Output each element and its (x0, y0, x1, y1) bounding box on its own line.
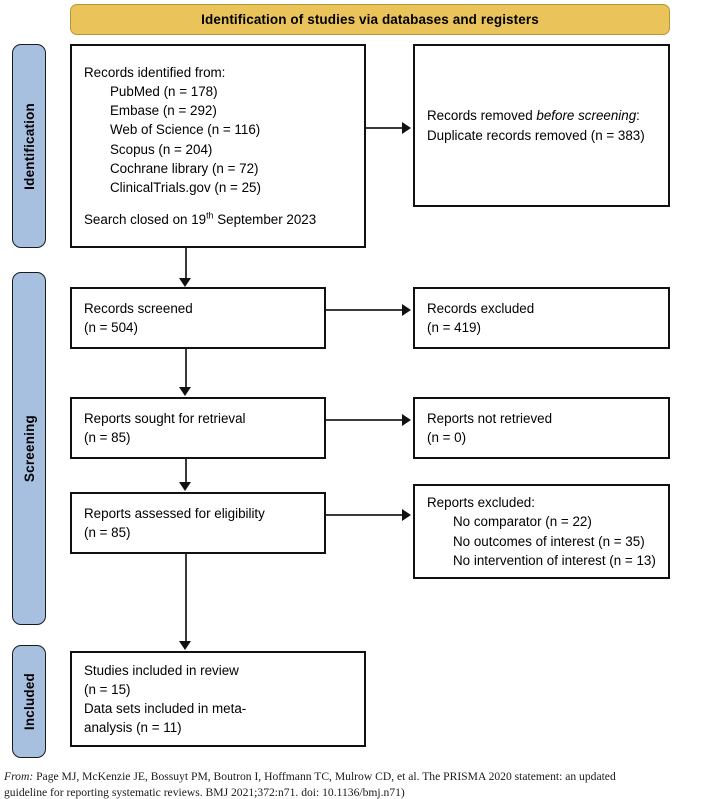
connector-sought-to-assessed (185, 459, 187, 483)
arrow-down-icon-to-assessed (179, 482, 191, 491)
arrow-right-icon-to-removed (402, 122, 411, 134)
source-clinicaltrials-gov: ClinicalTrials.gov (n = 25) (110, 179, 261, 195)
reports-excluded-heading: Reports excluded: (427, 495, 535, 511)
reason-no-intervention: No intervention of interest (n = 13) (453, 552, 656, 568)
connector-assessed-to-included (185, 554, 187, 642)
records-screened-label: Records screened (84, 300, 193, 316)
connector-identified-to-screened (185, 248, 187, 279)
identified-spacer (84, 197, 352, 210)
search-closed-date: Search closed on 19th September 2023 (84, 210, 352, 229)
stage-label-screening-text: Screening (21, 414, 37, 483)
reports-sought-label: Reports sought for retrieval (84, 410, 246, 426)
box-reports-sought: Reports sought for retrieval (n = 85) (70, 397, 326, 459)
arrow-down-icon-to-included (179, 641, 191, 650)
records-removed-italic: before screening (536, 108, 637, 124)
reason-no-comparator: No comparator (n = 22) (453, 514, 592, 530)
source-scopus: Scopus (n = 204) (110, 141, 213, 157)
reports-not-retrieved-count: (n = 0) (427, 430, 467, 445)
search-closed-suffix: September 2023 (213, 211, 317, 227)
footer-citation: From: Page MJ, McKenzie JE, Bossuyt PM, … (4, 769, 704, 799)
connector-screened-to-sought (185, 349, 187, 388)
duplicate-records-removed: Duplicate records removed (n = 383) (427, 127, 645, 143)
reports-sought-count: (n = 85) (84, 430, 131, 445)
source-cochrane-library: Cochrane library (n = 72) (110, 160, 259, 176)
reports-assessed-count: (n = 85) (84, 525, 131, 540)
stage-label-identification: Identification (12, 44, 46, 248)
arrow-right-icon-to-reports-excluded (402, 509, 411, 521)
box-reports-excluded-reasons: Reports excluded: No comparator (n = 22)… (413, 484, 670, 579)
records-removed-plain: Records removed (427, 108, 537, 124)
footer-citation-line1: Page MJ, McKenzie JE, Bossuyt PM, Boutro… (33, 770, 616, 783)
records-identified-heading: Records identified from: (84, 65, 226, 81)
reports-not-retrieved-label: Reports not retrieved (427, 410, 553, 426)
arrow-right-icon-to-excluded (402, 304, 411, 316)
source-pubmed: PubMed (n = 178) (110, 84, 218, 100)
search-closed-ordinal: th (206, 210, 214, 221)
box-records-identified: Records identified from: PubMed (n = 178… (70, 44, 366, 248)
records-removed-heading: Records removed before screening: (427, 106, 656, 125)
connector-assessed-to-reports-excluded (326, 514, 404, 516)
connector-identified-to-removed (366, 127, 404, 129)
box-records-screened: Records screened (n = 504) (70, 287, 326, 349)
arrow-right-icon-to-not-retrieved (402, 414, 411, 426)
arrow-down-icon-to-sought (179, 387, 191, 396)
box-records-excluded: Records excluded (n = 419) (413, 287, 670, 349)
records-excluded-count: (n = 419) (427, 320, 481, 335)
connector-sought-to-not-retrieved (326, 419, 404, 421)
box-reports-not-retrieved: Reports not retrieved (n = 0) (413, 397, 670, 459)
data-sets-included-count: analysis (n = 11) (84, 720, 182, 736)
arrow-down-icon-to-screened (179, 278, 191, 287)
records-excluded-label: Records excluded (427, 300, 535, 316)
source-embase: Embase (n = 292) (110, 103, 217, 119)
box-studies-included: Studies included in review (n = 15) Data… (70, 651, 366, 747)
stage-label-included-text: Included (21, 672, 37, 731)
data-sets-included-label: Data sets included in meta- (84, 701, 247, 716)
diagram-banner: Identification of studies via databases … (70, 4, 670, 35)
footer-citation-line2: guideline for reporting systematic revie… (4, 785, 405, 799)
connector-screened-to-excluded (326, 309, 404, 311)
stage-label-included: Included (12, 645, 46, 758)
studies-included-label: Studies included in review (84, 662, 239, 678)
stage-label-screening: Screening (12, 272, 46, 625)
reason-no-outcomes: No outcomes of interest (n = 35) (453, 533, 645, 549)
records-screened-count: (n = 504) (84, 320, 138, 335)
banner-title: Identification of studies via databases … (201, 12, 539, 27)
source-web-of-science: Web of Science (n = 116) (110, 122, 261, 138)
search-closed-prefix: Search closed on 19 (84, 211, 207, 227)
reports-assessed-label: Reports assessed for eligibility (84, 505, 265, 521)
studies-included-count: (n = 15) (84, 681, 131, 697)
footer-from-label: From: (4, 770, 34, 783)
box-reports-assessed: Reports assessed for eligibility (n = 85… (70, 492, 326, 554)
records-removed-colon: : (636, 108, 640, 124)
stage-label-identification-text: Identification (21, 102, 37, 190)
box-records-removed: Records removed before screening: Duplic… (413, 44, 670, 207)
